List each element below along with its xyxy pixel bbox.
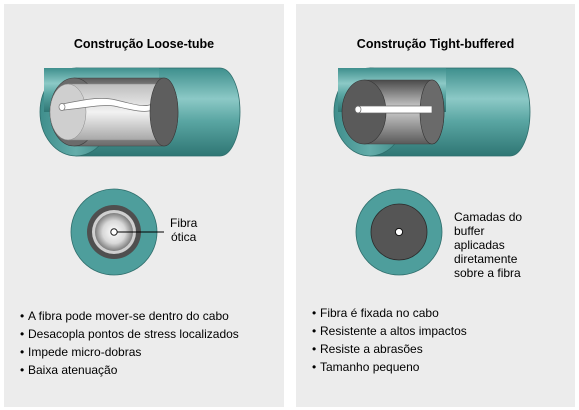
list-item: Tamanho pequeno	[312, 360, 562, 374]
list-item: Resiste a abrasões	[312, 342, 562, 356]
loose-features-list: A fibra pode mover-se dentro do cabo Des…	[20, 309, 270, 381]
tight-buffered-title: Construção Tight-buffered	[356, 37, 515, 51]
tight-buffered-drawing	[333, 67, 531, 276]
list-item: Desacopla pontos de stress localizados	[20, 327, 270, 341]
list-item: A fibra pode mover-se dentro do cabo	[20, 309, 270, 323]
loose-tube-drawing	[39, 67, 241, 276]
list-item: Fibra é fixada no cabo	[312, 306, 562, 320]
loose-tube-title: Construção Loose-tube	[73, 37, 215, 51]
list-item: Baixa atenuação	[20, 363, 270, 377]
list-item: Impede micro-dobras	[20, 345, 270, 359]
tight-fiber-strand	[357, 105, 433, 114]
tight-buffered-panel: Construção Tight-buffered	[296, 4, 575, 407]
list-item: Resistente a altos impactos	[312, 324, 562, 338]
tight-cross-section	[355, 188, 443, 276]
loose-tube-panel: Construção Loose-tube	[4, 4, 284, 407]
tight-features-list: Fibra é fixada no cabo Resistente a alto…	[312, 306, 562, 378]
loose-cross-section	[70, 188, 164, 276]
fiber-callout: Fibra ótica	[170, 216, 198, 244]
buffer-callout: Camadas do buffer aplicadas diretamente …	[454, 210, 523, 280]
